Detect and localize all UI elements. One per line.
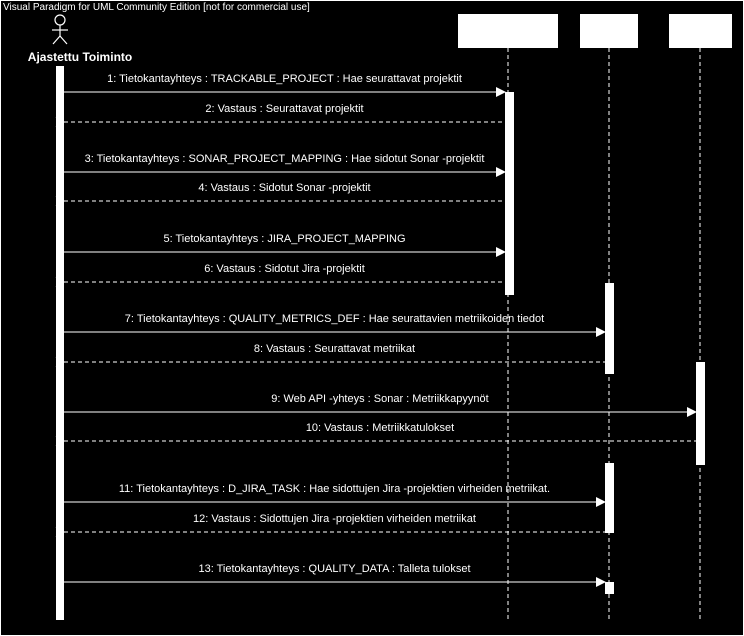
actor-icon — [52, 14, 68, 45]
message-label-9: 9: Web API -yhteys : Sonar : Metriikkapy… — [271, 393, 488, 405]
activation-db2-c — [605, 582, 614, 594]
lifeline-head-web — [669, 14, 732, 48]
lifeline-head-db1 — [458, 14, 558, 48]
messages-group: 1: Tietokantayhteys : TRACKABLE_PROJECT … — [64, 73, 697, 587]
message-label-5: 5: Tietokantayhteys : JIRA_PROJECT_MAPPI… — [163, 233, 405, 245]
watermark-text: Visual Paradigm for UML Community Editio… — [3, 2, 310, 13]
message-label-3: 3: Tietokantayhteys : SONAR_PROJECT_MAPP… — [85, 153, 485, 165]
message-label-6: 6: Vastaus : Sidotut Jira -projektit — [204, 263, 365, 275]
activation-db1 — [505, 92, 514, 295]
message-label-8: 8: Vastaus : Seurattavat metriikat — [254, 343, 415, 355]
activation-db2-a — [605, 283, 614, 374]
message-label-1: 1: Tietokantayhteys : TRACKABLE_PROJECT … — [107, 73, 462, 85]
actor-label: Ajastettu Toiminto — [28, 50, 132, 64]
message-label-13: 13: Tietokantayhteys : QUALITY_DATA : Ta… — [198, 563, 470, 575]
message-label-12: 12: Vastaus : Sidottujen Jira -projektie… — [193, 513, 476, 525]
activation-web — [696, 362, 705, 465]
message-label-11: 11: Tietokantayhteys : D_JIRA_TASK : Hae… — [119, 483, 550, 495]
message-label-7: 7: Tietokantayhteys : QUALITY_METRICS_DE… — [125, 313, 544, 325]
activation-actor — [56, 66, 64, 620]
message-label-2: 2: Vastaus : Seurattavat projektit — [205, 103, 363, 115]
activation-db2-b — [605, 463, 614, 533]
message-label-4: 4: Vastaus : Sidotut Sonar -projektit — [198, 182, 370, 194]
message-label-10: 10: Vastaus : Metriikkatulokset — [306, 422, 454, 434]
lifeline-head-db2 — [580, 14, 638, 48]
